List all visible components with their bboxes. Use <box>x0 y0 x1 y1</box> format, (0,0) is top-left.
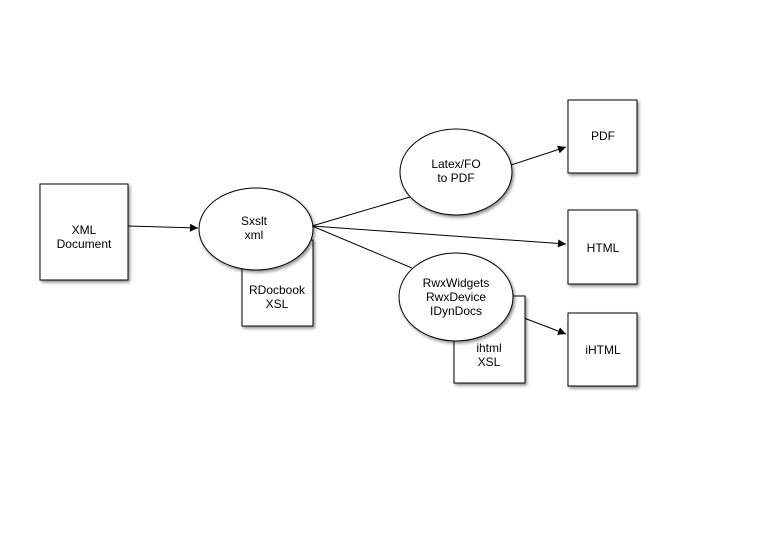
rdocbook-label-line-2: XSL <box>266 297 289 311</box>
ihtml-xsl-label-line-2: XSL <box>478 355 501 369</box>
edge-sxslt-to-latex <box>311 196 411 227</box>
edge-sxslt-to-html <box>311 225 567 248</box>
sxslt-label-line-1: Sxslt <box>241 214 268 228</box>
edge-sxslt-to-rwx <box>311 225 413 269</box>
rdocbook-label-line-1: RDocbook <box>249 283 306 297</box>
edge-rwx-to-ihtml <box>523 317 567 335</box>
edges <box>127 145 567 335</box>
rwx-label-line-3: IDynDocs <box>430 304 482 318</box>
pdf-label-line-1: PDF <box>591 129 615 143</box>
ihtml-label-line-1: iHTML <box>585 343 621 357</box>
html-label-line-1: HTML <box>587 241 620 255</box>
xml-document-label-line-1: XML <box>72 223 97 237</box>
node-html: HTML <box>567 209 638 285</box>
rwx-label-line-2: RwxDevice <box>426 290 486 304</box>
node-pdf: PDF <box>567 99 638 174</box>
edge-xml-to-sxslt <box>127 223 199 232</box>
latex-fo-label-line-2: to PDF <box>437 171 474 185</box>
edge-latex-to-pdf <box>507 145 567 167</box>
sxslt-label-line-2: xml <box>245 228 264 242</box>
latex-fo-label-line-1: Latex/FO <box>431 157 480 171</box>
xml-document-label-line-2: Document <box>57 237 112 251</box>
ihtml-xsl-label-line-1: ihtml <box>476 341 501 355</box>
node-pdf-label: PDF <box>591 129 615 143</box>
node-ihtml-label: iHTML <box>585 343 621 357</box>
node-html-label: HTML <box>587 241 620 255</box>
rwx-label-line-1: RwxWidgets <box>423 276 490 290</box>
node-ihtml: iHTML <box>567 312 638 387</box>
